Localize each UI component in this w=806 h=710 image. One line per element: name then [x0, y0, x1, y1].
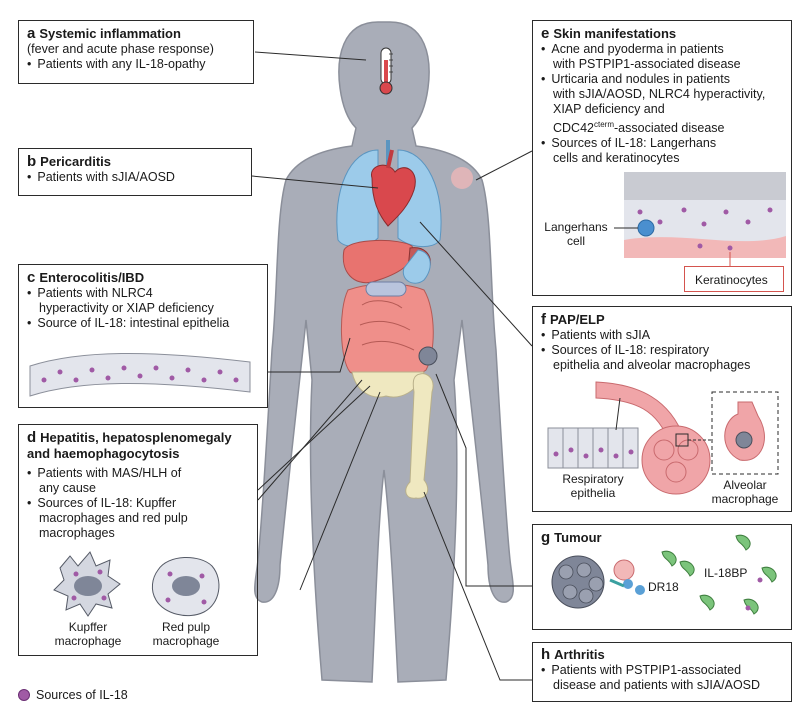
panel-e-line-8: cells and keratinocytes [553, 151, 680, 166]
connector-lines [251, 51, 533, 681]
panel-e-line-5: XIAP deficiency and [553, 102, 665, 116]
panel-e-line-7: Sources of IL-18: Langerhans [541, 136, 783, 151]
panel-a-subtitle: (fever and acute phase response) [27, 42, 214, 56]
kupffer-macrophage-illustration [53, 551, 121, 617]
il18-source-dot-icon [18, 689, 30, 701]
airway-illustration [547, 381, 779, 495]
stomach-icon [402, 249, 431, 284]
panel-h-bullet-1: Patients with PSTPIP1-associated [541, 663, 783, 678]
tumour-illustration [551, 534, 777, 615]
panel-d-title-line-2: and haemophagocytosis [27, 446, 180, 461]
legend-label: Sources of IL-18 [36, 688, 128, 702]
intestines-icon [341, 281, 434, 382]
panel-c-bullet-1: Patients with NLRC4 [27, 286, 259, 301]
il18bp-label: IL-18BP [704, 566, 748, 580]
panel-a-letter: a [27, 25, 36, 42]
alveolar-macrophage-label: Alveolar macrophage [711, 478, 779, 506]
panel-e-line-4: with sJIA/AOSD, NLRC4 hyperactivity, [553, 87, 766, 101]
red-pulp-macrophage-illustration [151, 556, 220, 616]
panel-c-bullet-1-cont: hyperactivity or XIAP deficiency [39, 301, 214, 315]
skin-section-illustration [614, 172, 786, 266]
panel-e-line-2: with PSTPIP1-associated disease [553, 57, 741, 71]
respiratory-epithelia-label: Respiratory epithelia [562, 472, 624, 500]
panel-e-line-3: Urticaria and nodules in patients [541, 72, 783, 87]
panel-c-bullet-2: Source of IL-18: intestinal epithelia [27, 316, 259, 331]
panel-f-bullet-2: Sources of IL-18: respiratory [541, 343, 783, 358]
panel-d-bullet-1-cont: any cause [39, 481, 96, 495]
panel-f-bullet-2-cont: epithelia and alveolar macrophages [553, 358, 751, 372]
legend: Sources of IL-18 [18, 688, 128, 702]
skin-spot-icon [451, 167, 473, 189]
panel-b-bullet-1: Patients with sJIA/AOSD [27, 170, 243, 185]
joint-icon [418, 346, 438, 366]
keratinocytes-callout: Keratinocytes [684, 266, 784, 292]
dr18-label: DR18 [648, 580, 679, 594]
femur-icon [405, 373, 434, 499]
kupffer-macrophage-label: Kupffer macrophage [54, 620, 122, 648]
panel-a-bullet-1: Patients with any IL-18-opathy [27, 57, 245, 72]
langerhans-cell-label: Langerhans cell [544, 220, 608, 248]
heart-icon [371, 149, 416, 227]
panel-e-line-6: CDC42cterm-associated disease [553, 120, 725, 136]
panel-h-bullet-1-cont: disease and patients with sJIA/AOSD [553, 678, 761, 692]
intestinal-epithelia-illustration [29, 352, 251, 397]
thermometer-icon [379, 47, 393, 95]
panel-d-bullet-2-cont-1: macrophages and red pulp [39, 511, 188, 525]
panel-d-bullet-1: Patients with MAS/HLH of [27, 466, 249, 481]
panel-e-line-1: Acne and pyoderma in patients [541, 42, 783, 57]
panel-d-bullet-2-cont-2: macrophages [39, 526, 115, 540]
panel-f-bullet-1: Patients with sJIA [541, 328, 783, 343]
red-pulp-macrophage-label: Red pulp macrophage [152, 620, 220, 648]
panel-d-bullet-2: Sources of IL-18: Kupffer [27, 496, 249, 511]
